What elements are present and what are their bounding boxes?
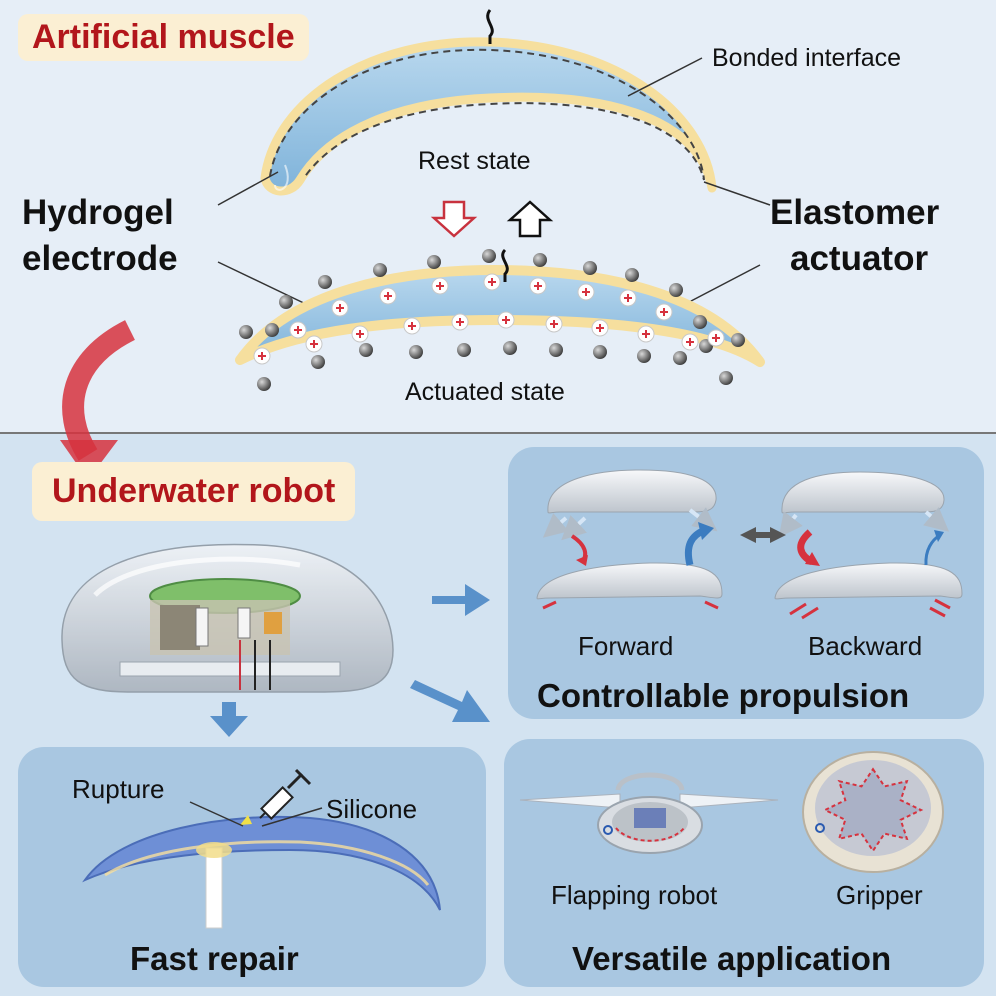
- plus-sign-icon: [258, 352, 266, 360]
- negative-ion-icon: [719, 371, 733, 385]
- rupture-label: Rupture: [72, 774, 165, 804]
- negative-ion-icon: [593, 345, 607, 359]
- negative-ion-icon: [482, 249, 496, 263]
- plus-sign-icon: [660, 308, 668, 316]
- hydrogel-label-line1: Hydrogel: [22, 193, 174, 232]
- to-propulsion-arrow-icon: [432, 584, 490, 616]
- plus-sign-icon: [488, 278, 496, 286]
- negative-ion-icon: [625, 268, 639, 282]
- plus-sign-icon: [356, 330, 364, 338]
- elastomer-rest-leader: [703, 181, 771, 206]
- plus-sign-icon: [550, 320, 558, 328]
- negative-ion-icon: [311, 355, 325, 369]
- plus-sign-icon: [336, 304, 344, 312]
- negative-ion-icon: [693, 315, 707, 329]
- hydrogel-label-line2: electrode: [22, 239, 178, 278]
- propulsion-panel: [508, 447, 984, 719]
- rest-wire-icon: [486, 9, 494, 44]
- actuated-state-label: Actuated state: [405, 378, 565, 406]
- negative-ion-icon: [409, 345, 423, 359]
- plus-sign-icon: [624, 294, 632, 302]
- repair-panel: [18, 747, 486, 987]
- actuated-wire-icon: [501, 248, 509, 282]
- plus-sign-icon: [596, 324, 604, 332]
- bonded-interface-label: Bonded interface: [712, 44, 902, 72]
- silicone-leader: [261, 807, 323, 827]
- to-application-arrow-icon: [410, 680, 490, 722]
- negative-ion-icon: [265, 323, 279, 337]
- plus-sign-icon: [582, 288, 590, 296]
- rest-state-label: Rest state: [418, 147, 531, 175]
- negative-ion-icon: [549, 343, 563, 357]
- negative-ion-icon: [257, 377, 271, 391]
- rupture-leader: [189, 801, 244, 827]
- gripper-label: Gripper: [836, 880, 923, 910]
- artificial-muscle-label: Artificial muscle: [18, 14, 309, 61]
- negative-ion-icon: [503, 341, 517, 355]
- plus-sign-icon: [686, 338, 694, 346]
- flapping-robot-label: Flapping robot: [551, 880, 718, 910]
- to-repair-arrow-icon: [210, 702, 248, 737]
- gripper-illustration: [802, 751, 944, 873]
- flow-down-arrow-icon: [60, 440, 118, 480]
- negative-ion-icon: [279, 295, 293, 309]
- plus-sign-icon: [642, 330, 650, 338]
- backward-robot-actuated: [774, 562, 963, 600]
- flow-down-arrow-body: [62, 320, 136, 461]
- forward-robot-actuated: [536, 562, 723, 600]
- versatile-application-title: Versatile application: [572, 940, 892, 977]
- negative-ion-icon: [427, 255, 441, 269]
- negative-ion-icon: [239, 325, 253, 339]
- negative-ion-icon: [359, 343, 373, 357]
- repair-illustration: [82, 815, 441, 929]
- switch-double-arrow-icon: [740, 527, 786, 543]
- elastomer-label-line2: actuator: [790, 239, 929, 278]
- flapping-robot-illustration: [519, 772, 779, 854]
- negative-ion-icon: [457, 343, 471, 357]
- negative-ion-icon: [673, 351, 687, 365]
- negative-ion-icon: [669, 283, 683, 297]
- underwater-robot-illustration: [61, 543, 394, 693]
- plus-sign-icon: [712, 334, 720, 342]
- ion-layer: [239, 249, 745, 391]
- negative-ion-icon: [583, 261, 597, 275]
- hydrogel-rest-leader: [217, 171, 279, 206]
- negative-ion-icon: [637, 349, 651, 363]
- elastomer-label-line1: Elastomer: [770, 193, 940, 232]
- plus-sign-icon: [502, 316, 510, 324]
- underwater-robot-label: Underwater robot: [32, 462, 356, 521]
- bonded-interface-leader: [627, 57, 703, 97]
- rest-state-actuator: [260, 37, 717, 196]
- plus-sign-icon: [310, 340, 318, 348]
- actuate-down-arrow-icon: [430, 200, 478, 238]
- negative-ion-icon: [731, 333, 745, 347]
- forward-label: Forward: [578, 631, 674, 661]
- plus-sign-icon: [534, 282, 542, 290]
- forward-robot-rest: [547, 469, 717, 514]
- silicone-label: Silicone: [326, 794, 418, 824]
- negative-ion-icon: [373, 263, 387, 277]
- plus-sign-icon: [294, 326, 302, 334]
- plus-sign-icon: [384, 292, 392, 300]
- backward-label: Backward: [808, 631, 923, 661]
- release-up-arrow-icon: [506, 200, 554, 238]
- plus-sign-icon: [408, 322, 416, 330]
- plus-sign-icon: [436, 282, 444, 290]
- controllable-propulsion-title: Controllable propulsion: [537, 677, 910, 714]
- syringe-icon: [259, 768, 312, 820]
- propulsion-flow-arrows: [542, 507, 951, 620]
- negative-ion-icon: [533, 253, 547, 267]
- fast-repair-title: Fast repair: [130, 940, 299, 977]
- negative-ion-icon: [318, 275, 332, 289]
- plus-sign-icon: [456, 318, 464, 326]
